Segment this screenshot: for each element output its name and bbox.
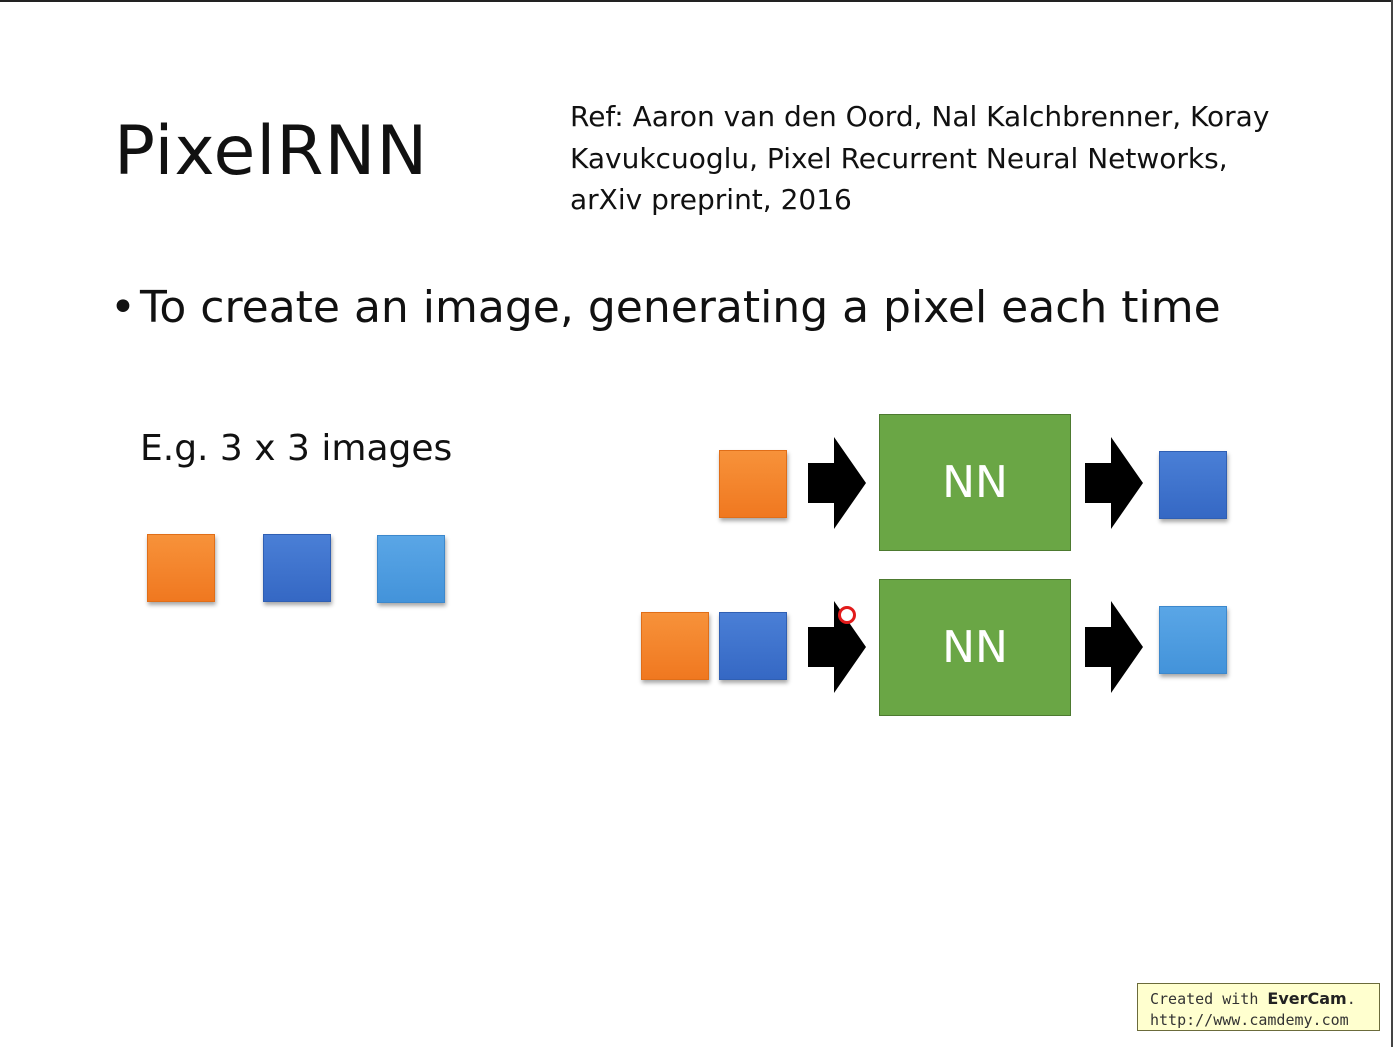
reference-line-3: arXiv preprint, 2016 <box>570 183 852 216</box>
row1-input-arrow-icon <box>808 437 866 529</box>
top-border <box>0 0 1393 2</box>
nn-block-1: NN <box>879 414 1071 551</box>
bullet-point: •To create an image, generating a pixel … <box>110 282 1221 333</box>
nn-block-2: NN <box>879 579 1071 716</box>
pointer-cursor-icon <box>838 606 856 624</box>
bullet-text: To create an image, generating a pixel e… <box>140 282 1221 333</box>
reference-line-2: Kavukcuoglu, Pixel Recurrent Neural Netw… <box>570 141 1228 175</box>
reference-line-1: Ref: Aaron van den Oord, Nal Kalchbrenne… <box>570 100 1270 133</box>
watermark-line-1: Created with EverCam. <box>1150 988 1379 1010</box>
row2-input-arrow-icon <box>808 601 866 693</box>
example-label: E.g. 3 x 3 images <box>140 428 453 469</box>
slide-title: PixelRNN <box>114 112 429 191</box>
watermark-prefix: Created with <box>1150 990 1268 1008</box>
reference-text: Ref: Aaron van den Oord, Nal Kalchbrenne… <box>570 96 1290 221</box>
row2-output-pixel-light-blue <box>1159 606 1227 674</box>
row2-input-pixel-blue <box>719 612 787 680</box>
row1-input-pixel-orange <box>719 450 787 518</box>
row1-output-pixel-blue <box>1159 451 1227 519</box>
row1-output-arrow-icon <box>1085 437 1143 529</box>
row2-input-pixel-orange <box>641 612 709 680</box>
example-pixel-light-blue <box>377 535 445 603</box>
bullet-dot-icon: • <box>110 282 136 333</box>
evercam-watermark: Created with EverCam. http://www.camdemy… <box>1137 983 1380 1031</box>
example-pixel-blue <box>263 534 331 602</box>
watermark-url: http://www.camdemy.com <box>1150 1011 1349 1029</box>
watermark-brand: EverCam <box>1267 989 1347 1008</box>
example-pixel-orange <box>147 534 215 602</box>
row2-output-arrow-icon <box>1085 601 1143 693</box>
watermark-suffix: . <box>1346 990 1356 1008</box>
right-border <box>1391 0 1393 1047</box>
